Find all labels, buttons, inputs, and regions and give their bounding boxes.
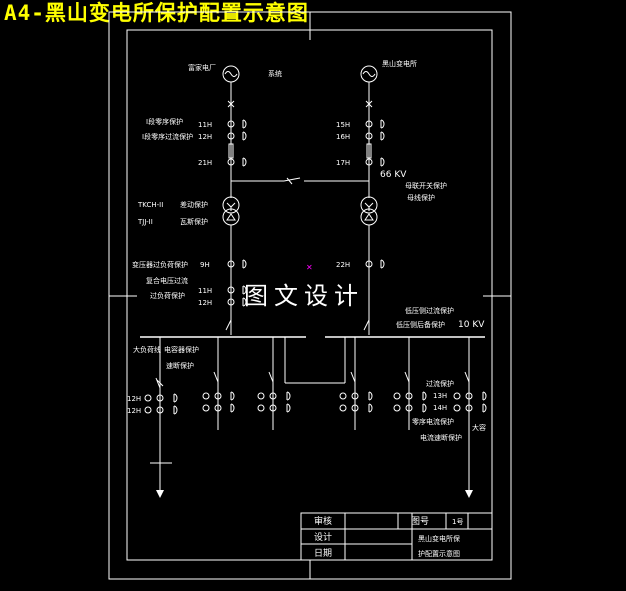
ct-label-l1: 11H bbox=[198, 121, 212, 129]
watermark-text: 图文设计 bbox=[244, 282, 364, 310]
feeder-right-1 bbox=[339, 337, 373, 430]
left-upper-label-1: I段零序保护 bbox=[146, 117, 183, 126]
left-lower-label-1: 变压器过负荷保护 bbox=[132, 260, 188, 269]
ct-group-left-lower bbox=[227, 259, 247, 307]
ct-label-r1: 15H bbox=[336, 121, 350, 129]
feeder-left-3 bbox=[257, 337, 291, 430]
left-feeder-label-2: 电容器保护 bbox=[164, 345, 199, 354]
ct-group-left-upper bbox=[227, 119, 247, 167]
right-feeder-label-1: 过流保护 bbox=[426, 379, 454, 388]
transformer-label-4: 瓦斯保护 bbox=[180, 217, 208, 226]
ct-label-r3: 17H bbox=[336, 159, 350, 167]
left-upper-label-2: I段零序过流保护 bbox=[142, 132, 193, 141]
right-upper-label-1: 母联开关保护 bbox=[405, 181, 447, 190]
ct-label-l2: 12H bbox=[198, 133, 212, 141]
transformer-label-2: TJJ-II bbox=[137, 218, 153, 226]
right-upper-label-2: 母线保护 bbox=[407, 193, 435, 202]
right-feeder-label-4: 大容 bbox=[472, 423, 486, 432]
feeder-right-2 bbox=[393, 337, 427, 430]
title-block bbox=[300, 512, 493, 561]
right-mid-label-2: 低压侧后备保护 bbox=[396, 320, 445, 329]
ct-group-right-upper bbox=[365, 119, 385, 167]
feeder-left-1 bbox=[144, 337, 178, 498]
right-feeder-label-3: 电流速断保护 bbox=[420, 433, 462, 442]
ct-label-f1: 12H bbox=[127, 395, 141, 403]
ct-label-r4: 22H bbox=[336, 261, 350, 269]
title-block-drawing-name-1: 黑山变电所保 bbox=[418, 534, 460, 543]
transformer-right-icon bbox=[360, 196, 378, 226]
source-left-label: 富家电厂 bbox=[188, 63, 216, 72]
left-lower-label-3: 过负荷保护 bbox=[150, 291, 185, 300]
transformer-label-3: 差动保护 bbox=[180, 200, 208, 209]
ct-label-l6: 12H bbox=[198, 299, 212, 307]
voltage-10-label: 10 KV bbox=[458, 320, 485, 330]
right-feeder-label-2: 零序电流保护 bbox=[412, 417, 454, 426]
ct-label-f3: 13H bbox=[433, 392, 447, 400]
voltage-66-label: 66 KV bbox=[380, 170, 407, 180]
ct-label-l5: 11H bbox=[198, 287, 212, 295]
system-label: 系统 bbox=[268, 69, 282, 78]
title-block-drawing-no-label: 图号 bbox=[411, 516, 429, 527]
left-lower-label-2: 复合电压过流 bbox=[146, 276, 188, 285]
ct-group-right-lower bbox=[365, 259, 385, 269]
feeder-left-2 bbox=[202, 337, 235, 430]
feeder-right-3 bbox=[453, 337, 487, 498]
transformer-left-icon bbox=[222, 196, 240, 226]
source-right-label: 黑山变电所 bbox=[382, 59, 417, 68]
title-block-drawing-name-2: 护配置示意图 bbox=[418, 549, 460, 558]
page-title: A4-黑山变电所保护配置示意图 bbox=[4, 1, 309, 25]
ct-label-f4: 14H bbox=[433, 404, 447, 412]
transformer-label-1: TKCH-II bbox=[137, 201, 163, 209]
title-block-drawing-no: 1号 bbox=[452, 518, 463, 526]
ct-label-r2: 16H bbox=[336, 133, 350, 141]
title-block-audit-label: 审核 bbox=[314, 515, 332, 527]
ct-label-l4: 9H bbox=[200, 261, 210, 269]
left-feeder-label-1: 大负荷线 bbox=[133, 345, 161, 354]
right-mid-label-1: 低压侧过流保护 bbox=[405, 306, 454, 315]
ct-label-l3: 21H bbox=[198, 159, 212, 167]
title-block-date-label: 日期 bbox=[314, 548, 332, 559]
left-feeder-label-3: 速断保护 bbox=[166, 361, 194, 370]
title-block-design-label: 设计 bbox=[314, 531, 332, 543]
center-marker-icon: ✕ bbox=[306, 263, 313, 272]
ct-label-f2: 12H bbox=[127, 407, 141, 415]
